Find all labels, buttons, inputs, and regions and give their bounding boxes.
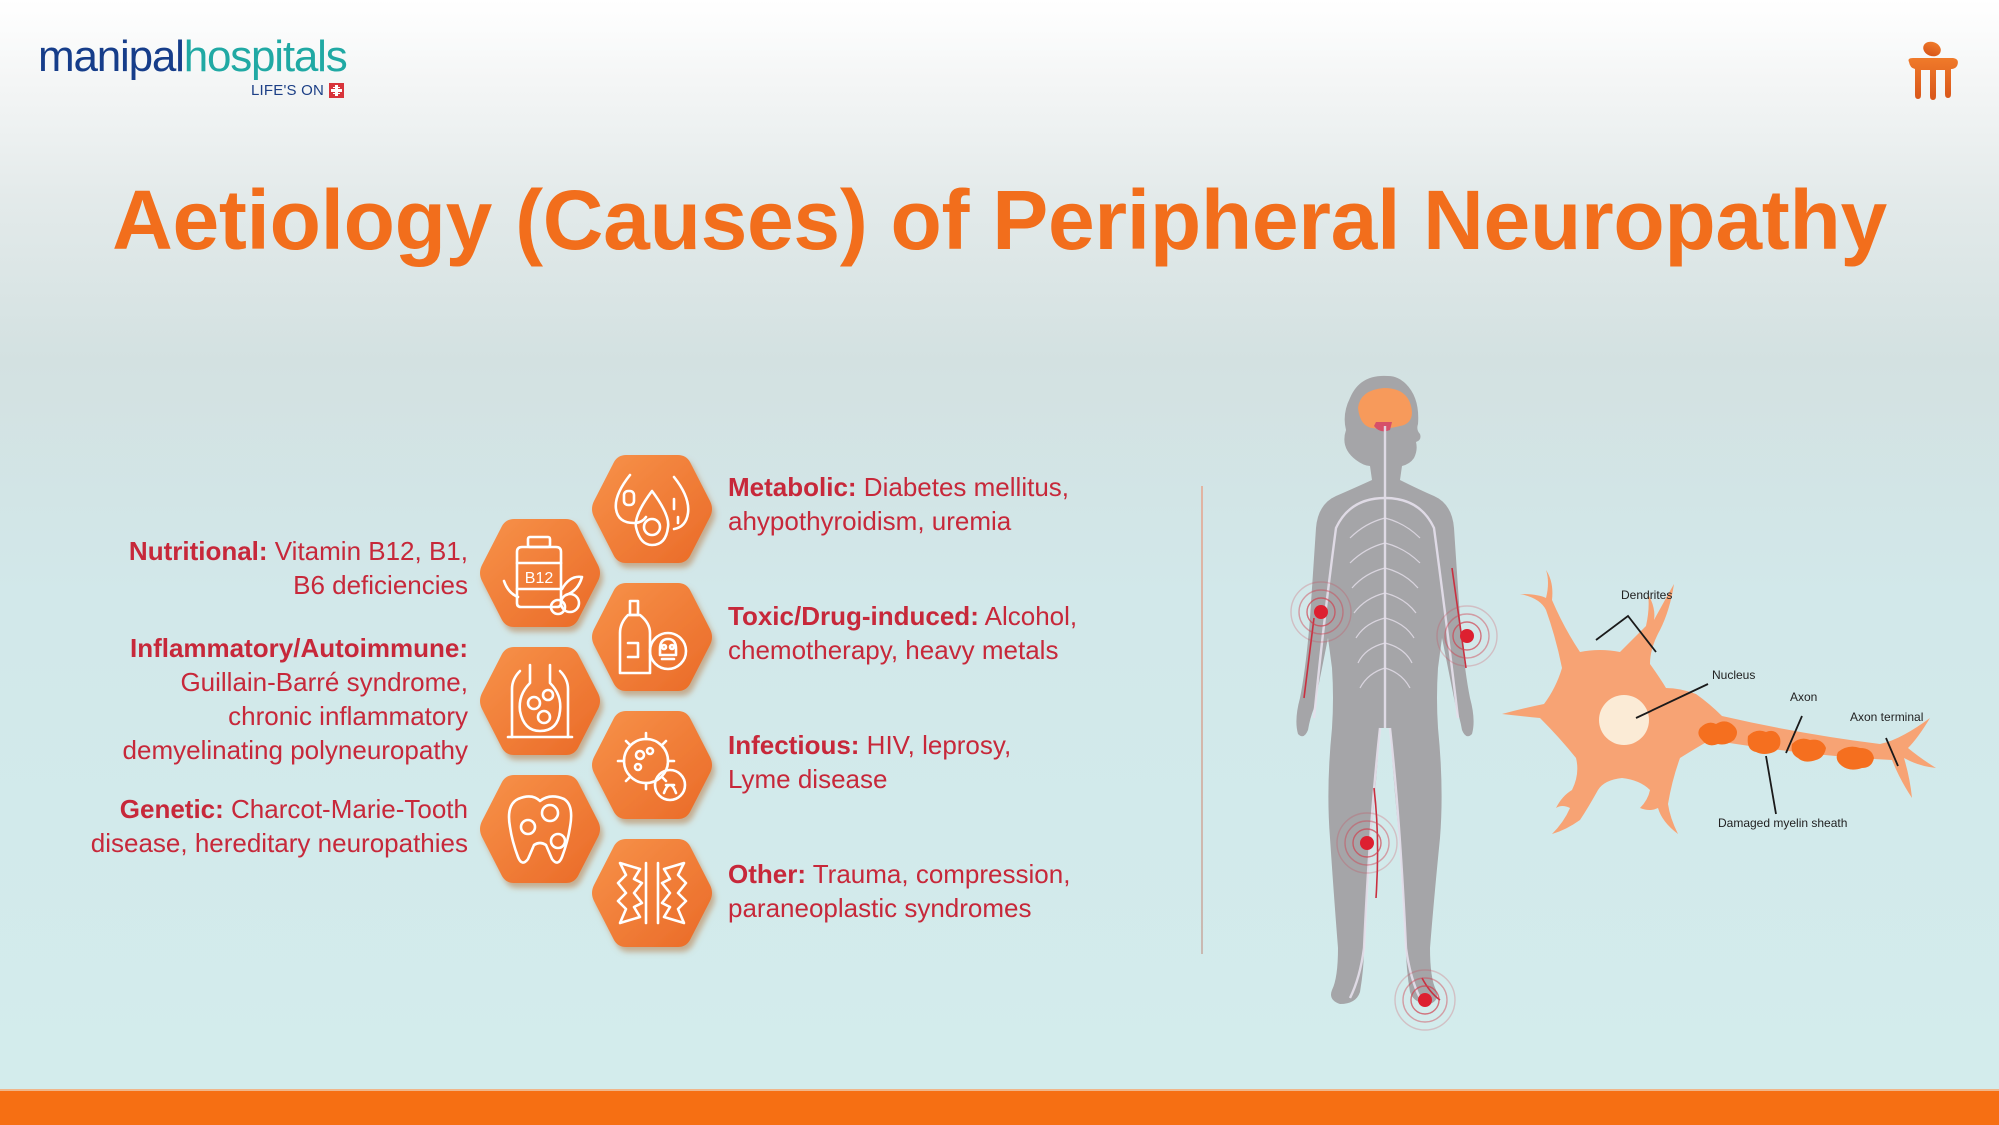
cause-other: Other: Trauma, compression, paraneoplast… bbox=[728, 857, 1070, 925]
logo-wordmark: manipalhospitals bbox=[38, 32, 348, 82]
cause-category: Genetic: bbox=[119, 794, 224, 824]
cause-category: Nutritional: bbox=[128, 536, 268, 566]
cause-detail: disease, hereditary neuropathies bbox=[90, 828, 468, 858]
logo-tagline: LIFE'S ON bbox=[251, 82, 345, 99]
toxic-bottle-skull-icon bbox=[590, 579, 714, 695]
cause-detail: chronic inflammatory bbox=[228, 701, 468, 731]
cause-category: Toxic/Drug-induced: bbox=[728, 601, 979, 631]
cause-detail: Trauma, compression, bbox=[806, 859, 1071, 889]
blood-drops-icon bbox=[590, 451, 714, 567]
logo-hospitals-text: hospitals bbox=[183, 32, 348, 81]
cause-detail: B6 deficiencies bbox=[293, 570, 468, 600]
page-title: Aetiology (Causes) of Peripheral Neuropa… bbox=[112, 173, 1887, 267]
pain-point-marker bbox=[1314, 605, 1328, 619]
manipal-hospitals-logo: manipalhospitals LIFE'S ON bbox=[38, 32, 348, 99]
compressed-spine-icon bbox=[590, 835, 714, 951]
virus-icon bbox=[590, 707, 714, 823]
cause-detail: chemotherapy, heavy metals bbox=[728, 635, 1059, 665]
cause-category: Metabolic: bbox=[728, 472, 857, 502]
logo-manipal-text: manipal bbox=[38, 32, 185, 81]
damaged-tooth-icon bbox=[478, 771, 602, 887]
label-damaged-myelin-sheath: Damaged myelin sheath bbox=[1718, 816, 1848, 830]
cause-detail: Charcot-Marie-Tooth bbox=[223, 794, 468, 824]
cause-detail: HIV, leprosy, bbox=[859, 730, 1012, 760]
cause-category: Other: bbox=[728, 859, 806, 889]
footer-bar bbox=[0, 1089, 1999, 1125]
cause-detail: Vitamin B12, B1, bbox=[267, 536, 468, 566]
inflamed-organ-icon bbox=[478, 643, 602, 759]
label-dendrites: Dendrites bbox=[1621, 588, 1673, 602]
cause-detail: Diabetes mellitus, bbox=[856, 472, 1069, 502]
cause-category: Inflammatory/Autoimmune: bbox=[129, 633, 468, 663]
section-divider bbox=[1201, 486, 1203, 954]
svg-text:B12: B12 bbox=[525, 570, 554, 587]
cause-inflammatory-autoimmune: Inflammatory/Autoimmune: Guillain-Barré … bbox=[123, 631, 468, 767]
cause-metabolic: Metabolic: Diabetes mellitus, ahypothyro… bbox=[728, 470, 1069, 538]
cause-category: Infectious: bbox=[728, 730, 860, 760]
tagline-text: LIFE'S ON bbox=[251, 82, 325, 99]
cause-nutritional: Nutritional: Vitamin B12, B1, B6 deficie… bbox=[129, 534, 468, 602]
cause-detail: ahypothyroidism, uremia bbox=[728, 506, 1012, 536]
label-nucleus: Nucleus bbox=[1712, 668, 1756, 682]
cause-detail: Alcohol, bbox=[978, 601, 1078, 631]
vitamin-b12-bottle-icon: B12 bbox=[478, 515, 602, 631]
label-axon-terminal: Axon terminal bbox=[1850, 710, 1924, 724]
cause-genetic: Genetic: Charcot-Marie-Tooth disease, he… bbox=[91, 792, 468, 860]
cause-infectious: Infectious: HIV, leprosy, Lyme disease bbox=[728, 728, 1011, 796]
neuron-diagram: Dendrites Nucleus Axon Axon terminal Dam… bbox=[1500, 568, 1950, 838]
cause-detail: Lyme disease bbox=[728, 764, 888, 794]
cause-detail: Guillain-Barré syndrome, bbox=[180, 667, 468, 697]
cause-detail: paraneoplastic syndromes bbox=[728, 893, 1032, 923]
cause-toxic-drug: Toxic/Drug-induced: Alcohol, chemotherap… bbox=[728, 599, 1077, 667]
human-nervous-system-illustration bbox=[1280, 368, 1510, 1033]
manipal-emblem-icon bbox=[1905, 38, 1961, 102]
cause-detail: demyelinating polyneuropathy bbox=[122, 735, 468, 765]
label-axon: Axon bbox=[1790, 690, 1818, 704]
medical-cross-icon bbox=[329, 83, 345, 98]
